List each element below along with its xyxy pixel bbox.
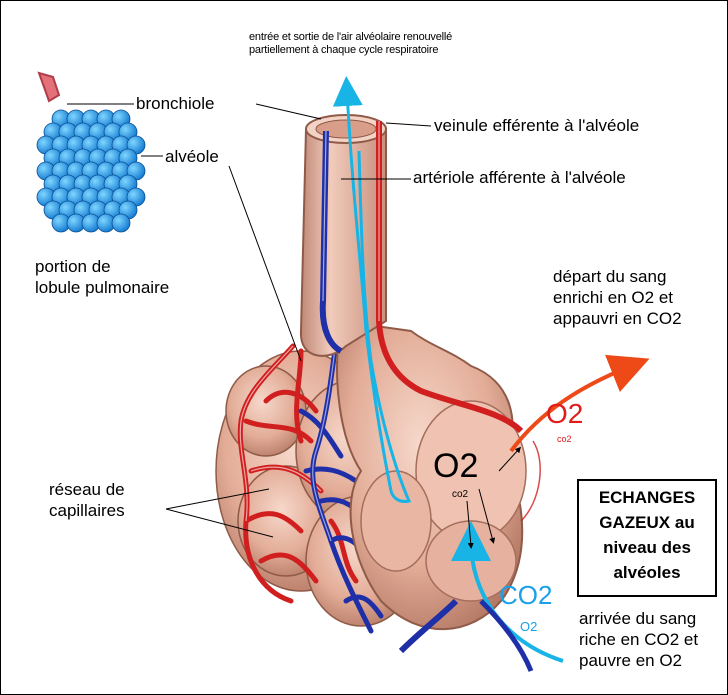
arrivee-line-2: riche en CO2 et [579, 629, 698, 650]
depart-line-3: appauvri en CO2 [553, 308, 682, 329]
label-reseau-capillaires: réseau de capillaires [49, 479, 125, 521]
incoming-capillary [481, 601, 531, 671]
box-line-1: ECHANGES [579, 485, 715, 510]
lobule-alveolus [112, 214, 130, 232]
co2-out-label: co2 [557, 434, 572, 445]
label-arrivee-sang: arrivée du sang riche en CO2 et pauvre e… [579, 608, 698, 671]
label-portion-lobule: portion de lobule pulmonaire [35, 256, 169, 298]
portion-line-2: lobule pulmonaire [35, 277, 169, 298]
exchange-title-box: ECHANGES GAZEUX au niveau des alvéoles [577, 479, 717, 597]
depart-line-2: enrichi en O2 et [553, 287, 682, 308]
box-line-3: niveau des [579, 535, 715, 560]
air-caption-line-1: entrée et sortie de l'air alvéolaire ren… [249, 31, 452, 44]
o2-inside-label: O2 [433, 447, 478, 485]
depart-line-1: départ du sang [553, 266, 682, 287]
arrivee-line-3: pauvre en O2 [579, 650, 698, 671]
box-line-2: GAZEUX au [579, 510, 715, 535]
box-line-4: alvéoles [579, 560, 715, 585]
lobule-icon [37, 73, 145, 232]
label-alveole: alvéole [165, 146, 219, 167]
label-depart-sang: départ du sang enrichi en O2 et appauvri… [553, 266, 682, 329]
label-veinule: veinule efférente à l'alvéole [434, 115, 639, 136]
portion-line-1: portion de [35, 256, 169, 277]
co2-inside-label: co2 [452, 489, 468, 501]
reseau-line-1: réseau de [49, 479, 125, 500]
arrivee-line-1: arrivée du sang [579, 608, 698, 629]
air-caption-line-2: partiellement à chaque cycle respiratoir… [249, 44, 452, 57]
o2-in-label: O2 [520, 619, 537, 634]
reseau-line-2: capillaires [49, 500, 125, 521]
air-exchange-caption: entrée et sortie de l'air alvéolaire ren… [249, 31, 452, 57]
label-arteriole: artériole afférente à l'alvéole [413, 167, 626, 188]
co2-in-label: CO2 [499, 581, 552, 609]
o2-out-label: O2 [546, 399, 583, 429]
label-bronchiole: bronchiole [136, 93, 214, 114]
